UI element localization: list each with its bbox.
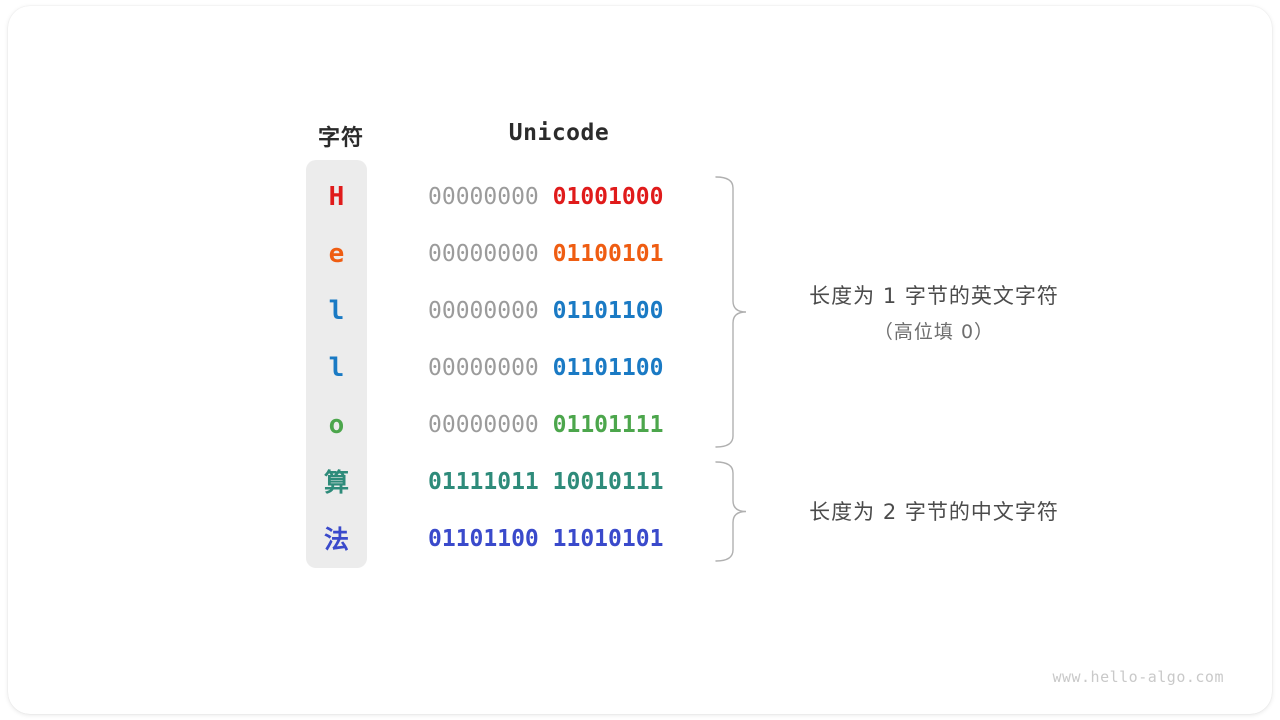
row-binary: 00000000 01101111	[428, 397, 692, 454]
row-binary: 00000000 01100101	[428, 226, 692, 283]
byte-separator	[539, 298, 553, 324]
row-character: l	[328, 353, 345, 383]
byte-separator	[539, 241, 553, 267]
watermark: www.hello-algo.com	[1052, 668, 1224, 686]
low-byte: 01101100	[552, 298, 664, 324]
low-byte: 01100101	[552, 241, 664, 267]
byte-separator	[539, 412, 553, 438]
brace-path	[715, 460, 747, 562]
row-character: o	[328, 410, 345, 440]
low-byte: 10010111	[552, 469, 664, 495]
row-character: H	[328, 182, 345, 212]
group-note-line-1: 长度为 2 字节的中文字符	[809, 500, 1059, 524]
low-byte: 01101111	[552, 412, 664, 438]
high-byte: 00000000	[428, 355, 539, 381]
byte-separator	[539, 526, 553, 552]
group-brace	[715, 460, 747, 562]
group-note: 长度为 2 字节的中文字符	[784, 496, 1084, 526]
group-note: 长度为 1 字节的英文字符 （高位填 0）	[784, 280, 1084, 344]
row-binary: 00000000 01001000	[428, 169, 692, 226]
byte-separator	[539, 355, 553, 381]
row-binary: 00000000 01101100	[428, 283, 692, 340]
row-character: 法	[323, 525, 349, 554]
high-byte: 00000000	[428, 412, 539, 438]
unicode-encoding-diagram: 字符 Unicode H 00000000 01001000 e 00000000 0…	[8, 6, 1272, 714]
row-binary: 01101100 11010101	[428, 511, 692, 568]
high-byte: 00000000	[428, 241, 539, 267]
high-byte: 01101100	[428, 526, 539, 552]
row-binary: 01111011 10010111	[428, 454, 692, 511]
low-byte: 01001000	[552, 184, 664, 210]
row-character: e	[328, 239, 345, 269]
diagram-card: 字符 Unicode H 00000000 01001000 e 00000000 0…	[8, 6, 1272, 714]
group-brace	[715, 175, 747, 448]
row-binary: 00000000 01101100	[428, 340, 692, 397]
column-header-unicode: Unicode	[508, 120, 610, 146]
group-note-line-1: 长度为 1 字节的英文字符	[809, 283, 1059, 308]
row-character: 算	[323, 468, 349, 497]
column-header-character: 字符	[317, 125, 364, 150]
low-byte: 01101100	[552, 355, 664, 381]
low-byte: 11010101	[552, 526, 664, 552]
group-note-line-2: （高位填 0）	[873, 320, 995, 343]
high-byte: 00000000	[428, 184, 539, 210]
byte-separator	[539, 469, 553, 495]
brace-path	[715, 175, 747, 448]
high-byte: 00000000	[428, 298, 539, 324]
byte-separator	[539, 184, 553, 210]
row-character: l	[328, 296, 345, 326]
high-byte: 01111011	[428, 469, 539, 495]
character-column-background	[306, 160, 367, 568]
